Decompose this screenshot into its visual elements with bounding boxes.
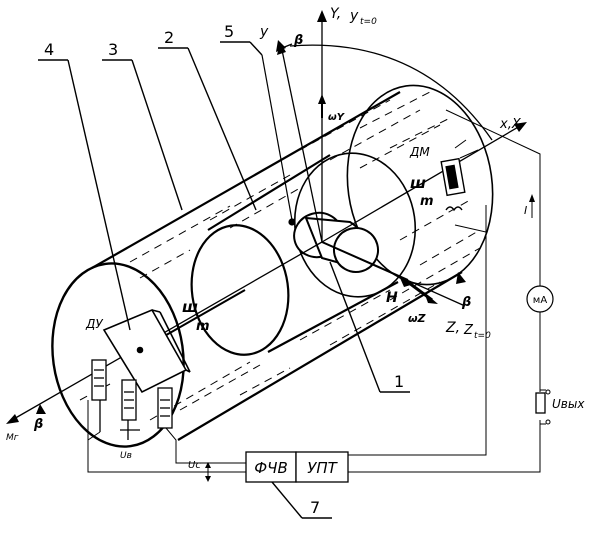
axis-labels: Y, y t=0 y β ωY x,X H ωZ β Z, Z t=0 β Mг: [6, 6, 522, 443]
label-z-main-sub: Z: [463, 323, 474, 338]
axes: [6, 10, 527, 424]
blocks: ФЧВ УПТ: [245, 451, 349, 483]
angle-sensor-du: [102, 308, 191, 394]
label-omega-z: ωZ: [408, 312, 427, 325]
label-w-top: ш: [410, 174, 426, 192]
label-z-main: Z,: [445, 320, 460, 336]
ammeter: мА: [526, 285, 554, 313]
callout-5: 5: [224, 22, 234, 41]
label-omega-y: ωY: [328, 112, 346, 123]
block-fchv-label: ФЧВ: [254, 459, 288, 477]
label-beta-left: β: [33, 417, 43, 432]
label-beta-top: β: [293, 33, 303, 48]
block-upt-label: УПТ: [307, 459, 338, 477]
beta-markers: [36, 40, 466, 414]
label-u-v: Uв: [120, 451, 132, 461]
label-x: x,X: [499, 117, 522, 132]
ammeter-label: мА: [533, 295, 548, 306]
block-upt: [295, 451, 349, 483]
callout-numbers: 4 3 2 5 1 7: [44, 22, 404, 517]
rotor: [293, 211, 379, 273]
sensor-5-lead: [261, 54, 296, 226]
callout-4: 4: [44, 40, 54, 59]
coils: [91, 359, 173, 440]
callout-2: 2: [164, 28, 174, 47]
component-labels: ДМ ДУ I Uвых Uс Uв ш m ш m: [85, 145, 585, 471]
label-u-c: Uс: [188, 460, 201, 471]
label-y-fixed-sub: y: [349, 8, 359, 24]
callout-7: 7: [310, 498, 320, 517]
label-z-main-sub2: t=0: [474, 331, 491, 341]
label-h: H: [386, 290, 398, 306]
label-m-g: Mг: [6, 433, 19, 443]
label-m-mid: m: [196, 319, 210, 334]
label-y-fixed: Y,: [330, 6, 341, 22]
label-m-top: m: [420, 194, 434, 209]
label-w-mid: ш: [182, 298, 198, 316]
label-dm: ДМ: [409, 145, 430, 159]
label-y-fixed-sub2: t=0: [360, 17, 377, 27]
torque-motor-dm: [440, 157, 466, 212]
label-current: I: [524, 204, 527, 217]
wiring: [87, 109, 551, 482]
label-u-out: Uвых: [552, 397, 585, 411]
callout-leaders: [38, 41, 410, 519]
outer-cylinder: [51, 84, 494, 448]
load-resistor: [535, 392, 546, 414]
callout-1: 1: [394, 372, 404, 391]
label-y-small: y: [259, 24, 269, 40]
label-du: ДУ: [85, 317, 103, 331]
callout-3: 3: [108, 40, 118, 59]
label-beta-right: β: [461, 295, 471, 310]
